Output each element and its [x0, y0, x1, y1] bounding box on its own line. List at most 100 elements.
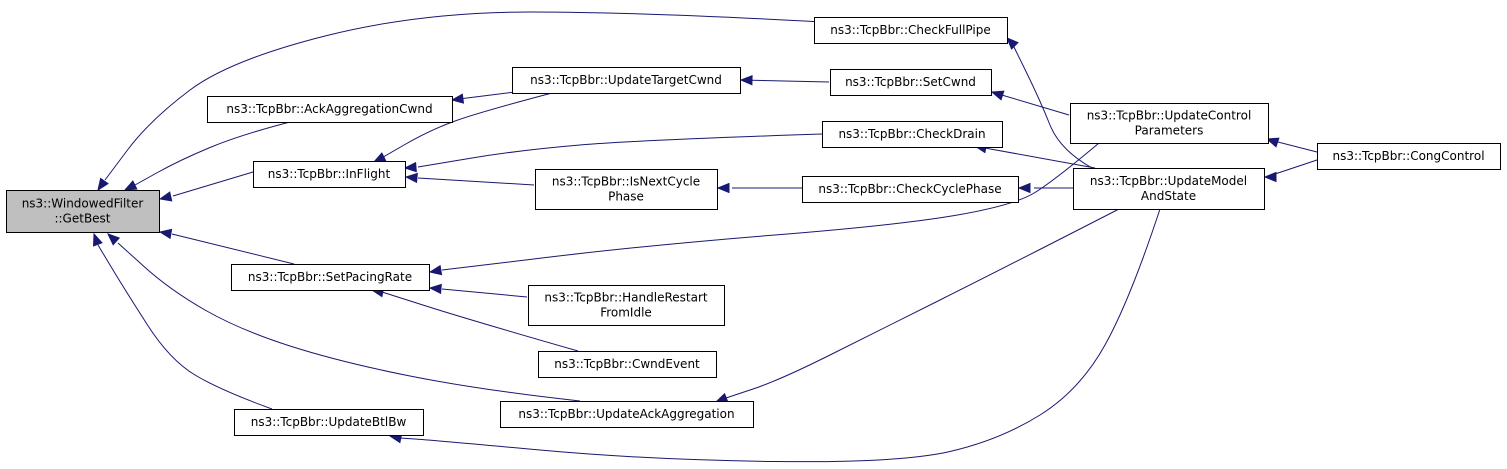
node-ackaggcwnd[interactable]: ns3::TcpBbr::AckAggregationCwnd	[207, 96, 453, 123]
arrow-head	[123, 180, 138, 191]
node-box[interactable]	[231, 264, 430, 291]
arrow-head	[1265, 137, 1280, 148]
node-congcontrol[interactable]: ns3::TcpBbr::CongControl	[1317, 143, 1501, 170]
edge-updatebtlbw-to-getbest	[93, 232, 273, 410]
arrow-head	[93, 232, 103, 247]
edge-line	[1011, 42, 1093, 169]
node-updatebtlbw[interactable]: ns3::TcpBbr::UpdateBtlBw	[234, 409, 424, 436]
arrow-head	[107, 233, 121, 246]
node-label: ns3::TcpBbr::SetCwnd	[845, 75, 976, 89]
edge-handlerestartfromidle-to-setpacingrate	[428, 283, 528, 298]
node-setpacingrate[interactable]: ns3::TcpBbr::SetPacingRate	[231, 264, 430, 291]
edge-line	[377, 92, 553, 161]
arrow-head	[990, 90, 1005, 101]
edge-line	[117, 242, 581, 402]
arrow-head	[428, 264, 443, 276]
edge-congcontrol-to-updatemodelandstate	[1263, 159, 1318, 183]
edge-line	[172, 171, 254, 197]
node-box[interactable]	[830, 69, 992, 96]
node-box[interactable]	[802, 176, 1019, 203]
node-box[interactable]	[1317, 143, 1501, 170]
edge-line	[725, 208, 1120, 399]
node-label: ns3::WindowedFilter	[22, 197, 144, 211]
node-cwndevent[interactable]: ns3::TcpBbr::CwndEvent	[538, 351, 717, 378]
node-checkdrain[interactable]: ns3::TcpBbr::CheckDrain	[822, 121, 1003, 148]
arrow-head	[739, 75, 753, 86]
edge-line	[417, 133, 823, 168]
arrow-head	[1017, 182, 1031, 194]
edge-line	[441, 288, 528, 298]
edge-updatetargetcwnd-to-ackaggcwnd	[450, 91, 516, 104]
node-label: ns3::TcpBbr::CheckFullPipe	[830, 23, 990, 37]
node-checkcyclephase[interactable]: ns3::TcpBbr::CheckCyclePhase	[802, 176, 1019, 203]
node-label: ns3::TcpBbr::UpdateTargetCwnd	[530, 73, 722, 87]
node-label: ns3::TcpBbr::CwndEvent	[554, 357, 700, 371]
node-label: Parameters	[1135, 124, 1204, 138]
arrow-head	[714, 392, 729, 403]
arrow-head	[97, 177, 109, 192]
edge-checkdrain-to-inflight	[403, 133, 823, 173]
node-inflight[interactable]: ns3::TcpBbr::InFlight	[253, 161, 406, 188]
node-box[interactable]	[1070, 103, 1269, 144]
node-getbest[interactable]: ns3::WindowedFilter::GetBest	[6, 190, 160, 233]
edge-line	[399, 208, 1161, 463]
arrow-head	[450, 93, 465, 104]
arrow-head	[1263, 171, 1277, 183]
edge-line	[740, 79, 830, 83]
node-label: ns3::TcpBbr::CongControl	[1332, 149, 1484, 163]
node-label: ns3::TcpBbr::AckAggregationCwnd	[226, 102, 432, 116]
edge-inflight-to-getbest	[158, 171, 254, 202]
node-updatetargetcwnd[interactable]: ns3::TcpBbr::UpdateTargetCwnd	[512, 67, 741, 94]
node-box[interactable]	[538, 351, 717, 378]
arrow-head	[403, 161, 417, 173]
node-box[interactable]	[1073, 168, 1265, 210]
node-label: ns3::TcpBbr::SetPacingRate	[248, 270, 412, 284]
arrow-head	[158, 228, 173, 240]
node-box[interactable]	[528, 285, 725, 326]
node-label: ns3::TcpBbr::HandleRestart	[544, 291, 707, 305]
edge-checkcyclephase-to-isnextcyclephase	[716, 182, 802, 194]
edge-congcontrol-to-updatecontrolparameters	[1265, 137, 1318, 153]
edge-line	[994, 92, 1070, 116]
edge-ackaggcwnd-to-getbest	[123, 121, 291, 191]
node-box[interactable]	[234, 409, 424, 436]
node-box[interactable]	[822, 121, 1003, 148]
node-box[interactable]	[6, 190, 160, 233]
node-box[interactable]	[500, 401, 754, 428]
edge-setpacingrate-to-getbest	[158, 228, 295, 265]
edge-updateackaggregation-to-getbest	[107, 233, 581, 402]
node-box[interactable]	[535, 169, 718, 210]
edge-line	[441, 142, 1100, 271]
node-box[interactable]	[814, 17, 1008, 44]
node-label: ns3::TcpBbr::UpdateControl	[1087, 109, 1252, 123]
edge-updatemodelandstate-to-updateackaggregation	[714, 208, 1120, 403]
edge-updatecontrolparameters-to-setpacingrate	[428, 142, 1100, 276]
node-label: ::GetBest	[54, 212, 110, 226]
edge-line	[381, 291, 579, 352]
edge-line	[171, 233, 295, 265]
node-box[interactable]	[512, 67, 741, 94]
edge-updatemodelandstate-to-checkcyclephase	[1017, 182, 1073, 194]
arrow-head	[1006, 37, 1019, 50]
edge-checkfullpipe-to-getbest	[97, 11, 823, 192]
node-setcwnd[interactable]: ns3::TcpBbr::SetCwnd	[830, 69, 992, 96]
edge-isnextcyclephase-to-inflight	[404, 172, 535, 186]
node-label: AndState	[1141, 189, 1196, 203]
arrow-head	[428, 283, 442, 295]
arrow-head	[372, 152, 387, 163]
node-label: ns3::TcpBbr::CheckDrain	[838, 127, 985, 141]
node-label: ns3::TcpBbr::CheckCyclePhase	[818, 182, 1001, 196]
edge-line	[134, 121, 291, 186]
node-box[interactable]	[253, 161, 406, 188]
node-checkfullpipe[interactable]: ns3::TcpBbr::CheckFullPipe	[814, 17, 1008, 44]
node-label: ns3::TcpBbr::UpdateBtlBw	[251, 415, 407, 429]
edge-setcwnd-to-updatetargetcwnd	[739, 75, 830, 86]
node-updateackaggregation[interactable]: ns3::TcpBbr::UpdateAckAggregation	[500, 401, 754, 428]
node-box[interactable]	[207, 96, 453, 123]
edge-line	[417, 177, 535, 186]
